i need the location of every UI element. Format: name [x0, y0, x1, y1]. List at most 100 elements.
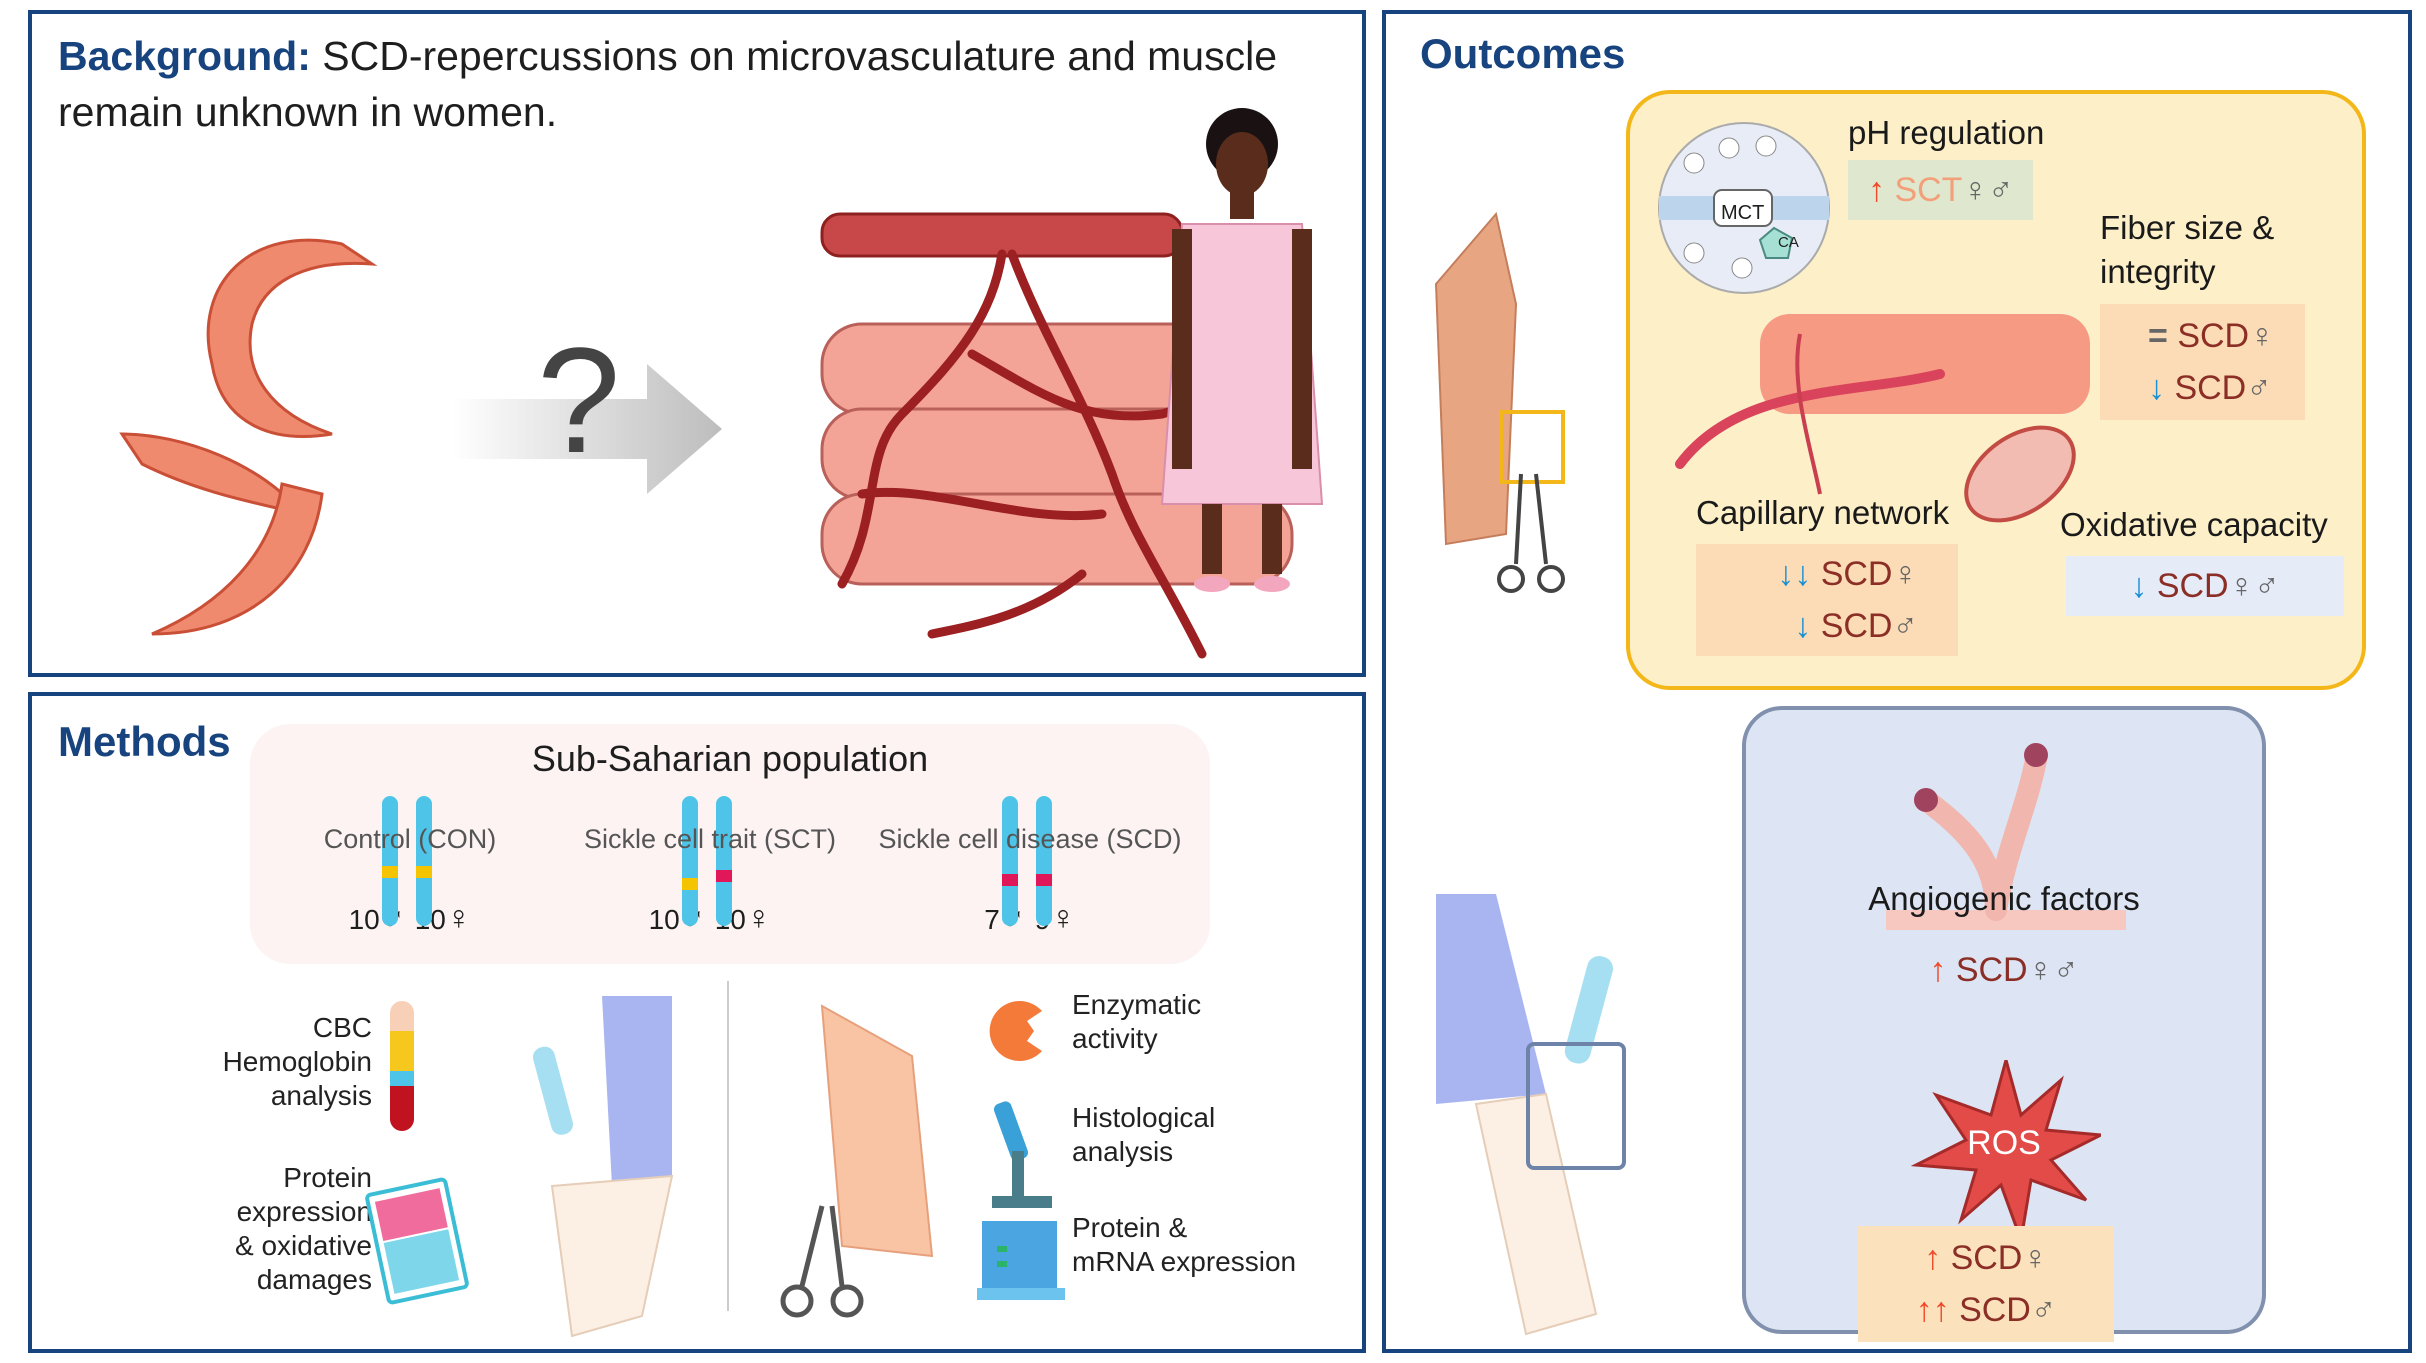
result-row: ↓ SCD♂	[1696, 600, 1918, 652]
methods-heading: Methods	[58, 718, 231, 765]
female-icon: ♀	[745, 899, 772, 937]
group-label: Sickle cell disease (SCD)	[878, 824, 1182, 854]
outcomes-heading: Outcomes	[1420, 30, 1626, 77]
muscle-analysis-histological: Histological analysis	[1072, 1102, 1216, 1167]
syringe-icon	[532, 1046, 573, 1135]
fiber-size-result: = SCD♀ ↓ SCD♂	[2100, 304, 2305, 420]
oxidative-capacity-title: Oxidative capacity	[2060, 506, 2328, 543]
mct-label: MCT	[1721, 202, 1765, 224]
group-label: Sickle cell trait (SCT)	[583, 824, 837, 854]
up-arrow-icon: ↑	[1868, 171, 1885, 209]
down-arrow-icon: ↓	[2148, 369, 2165, 407]
sex-icon: ♀	[2249, 317, 2275, 355]
female-icon: ♀	[445, 899, 472, 937]
chromosome-icon	[382, 796, 432, 926]
background-panel: Background: SCD-repercussions on microva…	[28, 10, 1366, 677]
group-count: 10♂ 10♀	[250, 899, 570, 938]
ros-burst-icon	[1911, 1060, 2101, 1240]
muscle-fiber-illustration	[1675, 314, 2090, 523]
angiogenic-factors-title: Angiogenic factors	[1868, 880, 2140, 917]
angiogenic-factors-result: ↑ SCD♀♂	[1746, 944, 2262, 996]
result-row: = SCD♀	[2148, 310, 2275, 362]
question-mark: ?	[537, 316, 621, 484]
down-arrow-icon: ↓	[1794, 607, 1812, 645]
group-label: SCD	[2156, 567, 2229, 605]
blood-tube-icon	[390, 1001, 414, 1131]
group-label: SCT	[1894, 171, 1963, 209]
ph-result: ↑ SCT♀♂	[1848, 160, 2034, 220]
result-row: ↓↓ SCD♀	[1696, 548, 1918, 600]
sex-icon: ♀	[2022, 1239, 2048, 1277]
ca-label: CA	[1778, 234, 1799, 251]
mitochondria-icon	[1964, 425, 2076, 523]
sex-icon: ♀♂	[1962, 171, 2014, 209]
sex-icon: ♂	[1892, 607, 1919, 645]
ca-enzyme-icon	[1758, 226, 1794, 259]
sickle-cells-illustration	[119, 238, 378, 636]
background-heading: Background:	[58, 33, 311, 79]
angiogenesis-icon	[1886, 743, 2126, 930]
sex-icon: ♀	[1892, 555, 1919, 593]
background-statement: SCD-repercussions on microvasculature an…	[58, 33, 1278, 135]
capillary-network-title: Capillary network	[1696, 494, 1950, 531]
muscle-analysis-expression: Protein & mRNA expression	[1072, 1212, 1297, 1277]
chromosome-icon	[1002, 796, 1052, 926]
male-count: 10	[648, 904, 680, 935]
capillary-network-result: ↓↓ SCD♀ ↓ SCD♂	[1696, 544, 1958, 656]
down-arrow-icon: ↓↓	[1777, 555, 1812, 593]
sex-icon: ♀♂	[2027, 951, 2079, 989]
group-label: Control (CON)	[323, 824, 497, 854]
group-label: SCD	[2174, 369, 2247, 407]
group-label: SCD	[1820, 555, 1893, 593]
oxidative-capacity-result: ↓ SCD♀♂	[2066, 556, 2344, 616]
population-title: Sub-Saharian population	[531, 738, 929, 779]
sex-icon: ♂	[2246, 369, 2272, 407]
muscle-biopsy-illustration	[780, 1004, 934, 1318]
population-box: Sub-Saharian population Control (CON) 10…	[250, 724, 1210, 964]
ph-regulation-title: pH regulation	[1848, 114, 2045, 151]
male-count: 7	[984, 904, 1000, 935]
up-arrow-icon: ↑↑	[1915, 1291, 1950, 1329]
biopsy-forceps-icon	[780, 1205, 864, 1318]
down-arrow-icon: ↓	[2130, 567, 2148, 605]
methods-panel: Methods Sub-Saharian population Control …	[28, 692, 1366, 1353]
group-label: SCD	[1820, 607, 1893, 645]
biopsy-forceps-icon	[1497, 473, 1565, 593]
fiber-size-title: Fiber size & integrity	[2100, 209, 2275, 290]
sex-icon: ♂	[2030, 1291, 2057, 1329]
muscle-analysis-enzymatic: Enzymatic activity	[1072, 989, 1202, 1054]
methods-divider	[727, 981, 729, 1311]
blood-analysis-cbc: CBC Hemoglobin analysis	[222, 1012, 372, 1111]
blood-outcomes-box: Angiogenic factors ↑ SCD♀♂ ROS ↑ SCD♀ ↑↑…	[1742, 706, 2266, 1342]
well-plate-icon	[365, 1177, 469, 1305]
group-label: SCD	[1955, 951, 2028, 989]
mct-transporter-icon	[1658, 122, 1830, 294]
ros-label: ROS	[1967, 1124, 2041, 1162]
up-arrow-icon: ↑	[1929, 951, 1947, 989]
thigh-muscle-illustration	[1434, 211, 1565, 593]
ros-result: ↑ SCD♀ ↑↑ SCD♂	[1858, 1226, 2114, 1342]
arm-blood-draw-illustration	[1436, 894, 1626, 1336]
syringe-icon	[1564, 955, 1613, 1064]
female-icon: ♀	[1050, 899, 1076, 937]
group-scd: Sickle cell disease (SCD) 7♂ 9♀	[870, 796, 1190, 938]
result-row: ↑ SCD♀	[1858, 1232, 2114, 1284]
gel-icon	[977, 1221, 1065, 1300]
blood-draw-highlight	[1526, 1042, 1626, 1170]
result-row: ↑↑ SCD♂	[1858, 1284, 2114, 1336]
biopsy-site-highlight	[1499, 410, 1565, 484]
male-count: 10	[348, 904, 380, 935]
result-row: ↓ SCD♂	[2148, 362, 2275, 414]
group-label: SCD	[2177, 317, 2250, 355]
outcomes-panel: Outcomes MCT CA pH regulation ↑ SCT♀♂	[1382, 10, 2412, 1353]
sickle-cell-icon	[119, 238, 378, 636]
arm-blood-draw-illustration	[532, 996, 674, 1338]
group-control: Control (CON) 10♂ 10♀	[250, 796, 570, 938]
equal-icon: =	[2148, 317, 2168, 355]
unknown-arrow-icon	[452, 364, 722, 494]
background-text: Background: SCD-repercussions on microva…	[58, 28, 1358, 140]
muscle-outcomes-box: MCT CA pH regulation ↑ SCT♀♂ Fiber size …	[1626, 90, 2366, 690]
group-sct: Sickle cell trait (SCT) 10♂ 10♀	[550, 796, 870, 938]
group-label: SCD	[1959, 1291, 2031, 1329]
blood-analysis-protein: Protein expression & oxidative damages	[235, 1162, 372, 1295]
